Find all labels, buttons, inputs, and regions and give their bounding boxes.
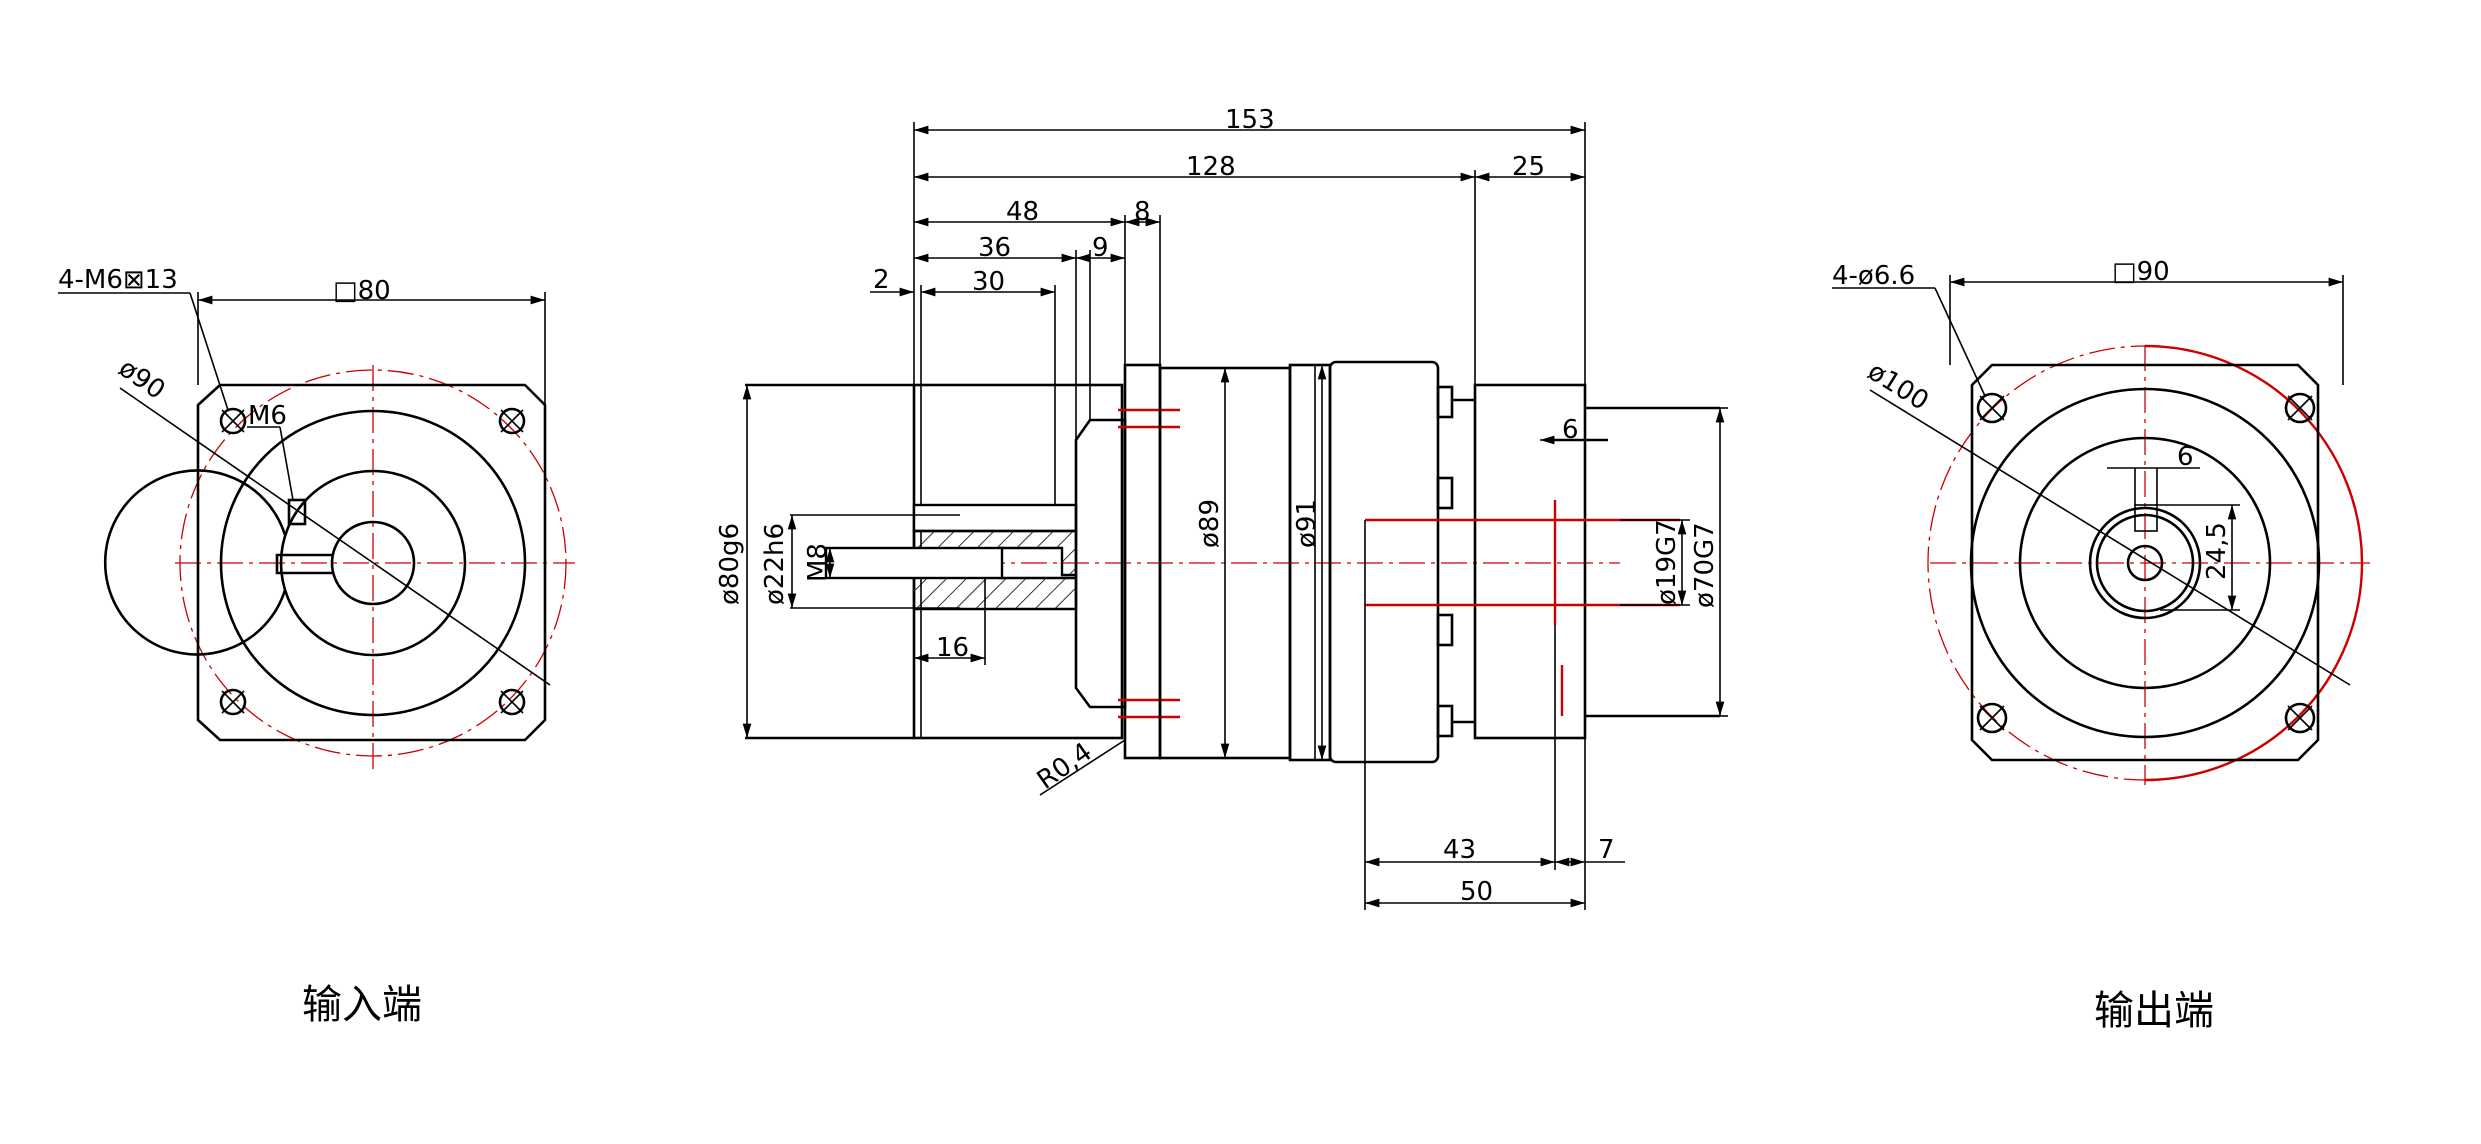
dim-housing-89: ø89 xyxy=(1195,499,1225,548)
dim-7: 7 xyxy=(1598,835,1615,865)
dim-overall-length: 153 xyxy=(1225,105,1275,135)
output-flange-face xyxy=(1969,387,2321,739)
output-key-width: 6 xyxy=(2177,442,2194,472)
input-flange-square-label: □80 xyxy=(333,276,391,306)
dim-2: 2 xyxy=(873,265,890,295)
output-flange xyxy=(1473,383,1587,740)
output-flange-outline xyxy=(1970,363,2320,762)
input-end-view: □80 4-M6⊠13 ø90 M6 xyxy=(58,265,575,770)
output-bolt-circle-arc xyxy=(2144,344,2364,782)
dim-43: 43 xyxy=(1443,835,1476,865)
output-end-view: □90 4-ø6.6 ø100 6 24,5 xyxy=(1832,257,2370,785)
output-holes-label: 4-ø6.6 xyxy=(1832,261,1915,291)
side-view: 153 128 25 48 8 36 9 2 30 ø80g6 ø22h6 M8 xyxy=(715,105,1728,910)
output-mount-hole xyxy=(2284,702,2316,734)
dim-8: 8 xyxy=(1134,197,1151,227)
dim-tap: M8 xyxy=(803,543,833,582)
caption-output-end: 输出端 xyxy=(2094,988,2214,1034)
input-mount-hole xyxy=(219,688,247,716)
input-bore xyxy=(330,520,416,606)
dim-30: 30 xyxy=(972,267,1005,297)
dim-9: 9 xyxy=(1092,233,1109,263)
dim-48: 48 xyxy=(1006,197,1039,227)
dim-shaft-19: ø19G7 xyxy=(1652,519,1682,605)
dim-body-length: 128 xyxy=(1186,152,1236,182)
dim-16: 16 xyxy=(936,633,969,663)
input-flange-outline xyxy=(196,383,547,742)
caption-input-end: 输入端 xyxy=(302,982,422,1028)
input-flange-face xyxy=(219,409,527,717)
output-mount-hole xyxy=(2284,392,2316,424)
output-flange-square-label: □90 xyxy=(2112,257,2170,287)
dim-housing-91: ø91 xyxy=(1292,499,1322,548)
input-mount-hole xyxy=(219,407,247,435)
dim-50: 50 xyxy=(1460,877,1493,907)
dim-36: 36 xyxy=(978,233,1011,263)
m8-bore xyxy=(824,546,1004,580)
input-bolt-circle-label: ø90 xyxy=(113,353,170,406)
input-thread-label: M6 xyxy=(248,401,287,431)
dim-shaft-70: ø70G7 xyxy=(1690,522,1720,608)
dim-radius: R0,4 xyxy=(1032,737,1098,796)
output-mount-hole xyxy=(1976,702,2008,734)
output-mount-hole xyxy=(1976,392,2008,424)
dim-key-6: 6 xyxy=(1562,415,1579,445)
dim-pilot-diameter: ø80g6 xyxy=(715,523,745,605)
dim-shaft-length: 25 xyxy=(1512,152,1545,182)
input-mount-hole xyxy=(498,688,526,716)
input-mount-hole xyxy=(498,407,526,435)
output-shaft xyxy=(2088,506,2202,620)
dim-input-bore: ø22h6 xyxy=(760,523,790,605)
input-holes-label: 4-M6⊠13 xyxy=(58,265,178,295)
housing-rear xyxy=(1328,360,1440,764)
output-key-height: 24,5 xyxy=(2202,522,2232,580)
